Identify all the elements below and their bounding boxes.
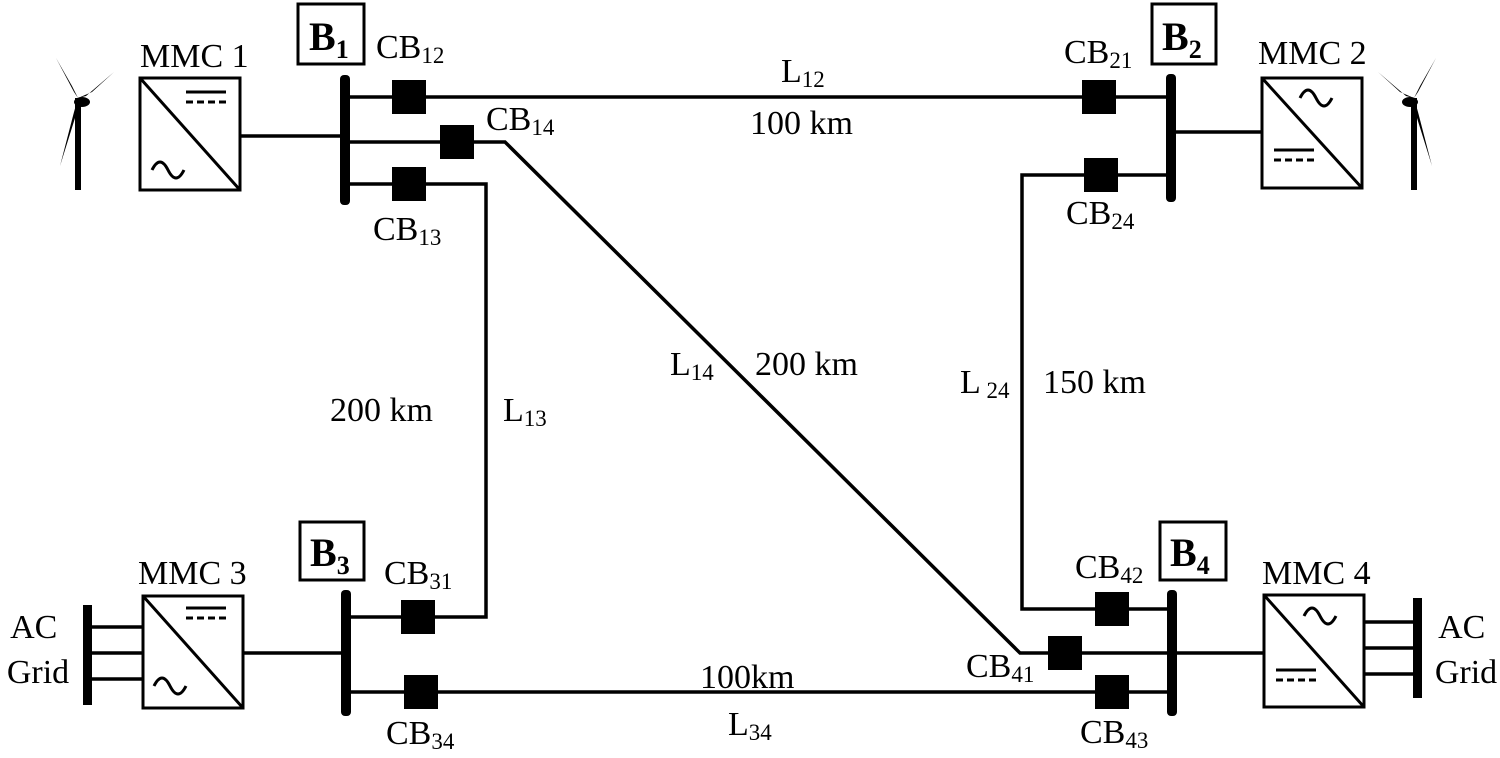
cb31-breaker <box>401 600 435 634</box>
bus-b4-label-box <box>1158 520 1228 582</box>
mmc1-label: MMC 1 <box>140 38 249 75</box>
bus-b2-label: B2 <box>1162 14 1202 64</box>
bus-b3-label-box <box>298 520 366 582</box>
cb41-breaker <box>1048 636 1082 670</box>
cb12-breaker <box>392 80 426 114</box>
cb43-breaker <box>1095 675 1129 709</box>
cb14-label: CB14 <box>486 101 555 140</box>
cb34-breaker <box>404 675 438 709</box>
cb21-breaker <box>1082 80 1116 114</box>
cb21-label: CB21 <box>1064 34 1132 73</box>
bus-b4-label: B4 <box>1170 530 1210 580</box>
line-l24-label: L 24 <box>960 364 1010 403</box>
bus-b2-label-box <box>1150 2 1218 66</box>
cb13-breaker <box>392 167 426 201</box>
bus-b1-label-box <box>296 2 366 66</box>
cb31-label: CB31 <box>384 555 452 594</box>
dc-bus-b3 <box>341 590 351 716</box>
cb43-label: CB43 <box>1080 714 1148 753</box>
mmc3-converter <box>141 594 245 710</box>
mmc4-label: MMC 4 <box>1262 555 1371 592</box>
line-l12-length: 100 km <box>750 105 853 142</box>
bus-b3-label: B3 <box>310 530 350 580</box>
line-l12-label: L12 <box>781 53 825 92</box>
line-l14-label: L14 <box>670 346 714 385</box>
mmc2-converter <box>1260 76 1364 190</box>
wind-turbine-icon <box>1378 58 1436 190</box>
line-l13-length: 200 km <box>330 392 433 429</box>
ac-grid-left-bus <box>83 605 143 705</box>
dc-bus-b2 <box>1166 74 1176 202</box>
mmc1-converter <box>138 76 242 192</box>
line-l34-length: 100km <box>700 659 794 696</box>
cb34-label: CB34 <box>386 715 455 754</box>
ac-grid-left-label: AC Grid <box>7 609 69 691</box>
line-l24-length: 150 km <box>1043 364 1146 401</box>
mmc2-label: MMC 2 <box>1258 35 1367 72</box>
wind-turbine-icon <box>56 58 114 190</box>
ac-grid-right-bus <box>1364 598 1422 698</box>
cb42-breaker <box>1095 592 1129 626</box>
line-l14-length: 200 km <box>755 346 858 383</box>
bus-b1-label: B1 <box>309 14 349 64</box>
mmc4-converter <box>1262 593 1366 709</box>
cb24-breaker <box>1084 158 1118 192</box>
cb13-label: CB13 <box>373 211 441 250</box>
dc-bus-b4 <box>1167 590 1177 716</box>
cb24-label: CB24 <box>1066 195 1135 234</box>
cb41-label: CB41 <box>966 648 1034 687</box>
cb42-label: CB42 <box>1075 549 1143 588</box>
ac-grid-right-label: AC Grid <box>1435 609 1497 691</box>
line-l13-label: L13 <box>503 392 547 431</box>
dc-bus-b1 <box>340 75 350 205</box>
cb14-breaker <box>440 125 474 159</box>
line-l34-label: L34 <box>728 706 772 745</box>
cb12-label: CB12 <box>376 29 444 68</box>
mmc3-label: MMC 3 <box>138 555 247 592</box>
